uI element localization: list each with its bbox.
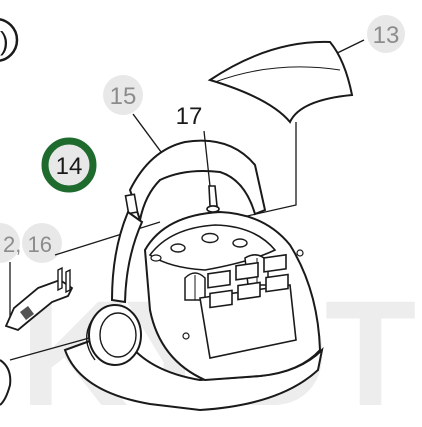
callout-partial-text: )	[0, 26, 9, 56]
part-partial-left-bottom	[0, 359, 12, 406]
front-button-grid	[199, 253, 297, 359]
callout-13[interactable]: 13	[367, 15, 405, 53]
part-15-arch[interactable]	[124, 139, 267, 224]
callout-12-16-text: 2, 16	[3, 232, 52, 257]
part-13-cover[interactable]	[207, 40, 354, 124]
callout-15[interactable]: 15	[103, 75, 143, 115]
part-14-clip[interactable]	[4, 266, 74, 332]
part-side-arm[interactable]	[86, 210, 144, 366]
part-17-screw[interactable]	[203, 130, 220, 213]
callout-13-text: 13	[373, 22, 400, 49]
callout-14[interactable]: 14	[41, 137, 97, 193]
callout-12-16[interactable]: 2, 16	[0, 223, 62, 263]
callout-partial-top-left: )	[0, 18, 19, 62]
callout-15-text: 15	[110, 83, 137, 110]
callout-17-text[interactable]: 17	[176, 103, 203, 130]
callout-14-text: 14	[56, 153, 83, 180]
